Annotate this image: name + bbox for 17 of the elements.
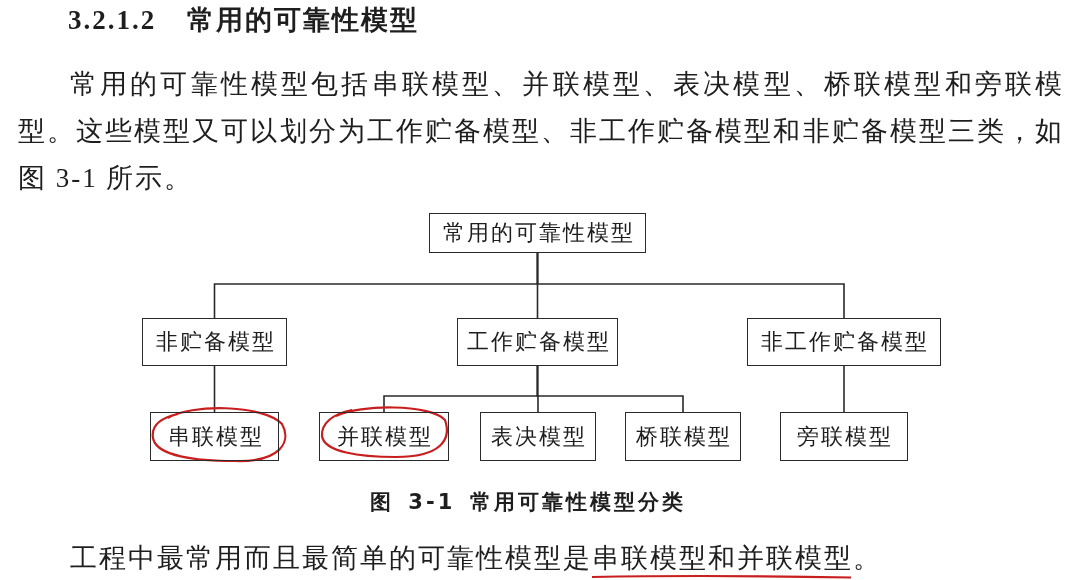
connector-line [213,365,216,413]
model-box: 旁联模型 [780,412,908,461]
model-box: 串联模型 [150,412,279,461]
connector-line [843,365,845,413]
body-paragraph: 常用的可靠性模型包括串联模型、并联模型、表决模型、桥联模型和旁联模型。这些模型又可以划分为工作贮备模型、非工作贮备模型和非贮备模型三类，如图 3-1 所示。 [18,68,1064,195]
body-sentence: 工程中最常用而且最简单的可靠性模型是串联模型和并联模型。 [70,542,882,574]
model-box: 表决模型 [480,412,596,461]
model-box: 桥联模型 [625,412,741,461]
root-category-box: 常用的可靠性模型 [429,213,646,253]
connector-line [536,365,684,413]
connector-line [536,252,845,319]
section-heading: 3.2.1.2 常用的可靠性模型 [68,4,419,37]
model-box: 并联模型 [319,412,449,461]
figure-caption: 图 3-1 常用可靠性模型分类 [370,489,686,516]
category-box: 非工作贮备模型 [747,318,941,366]
category-box: 非贮备模型 [142,318,287,366]
category-box: 工作贮备模型 [457,318,618,366]
